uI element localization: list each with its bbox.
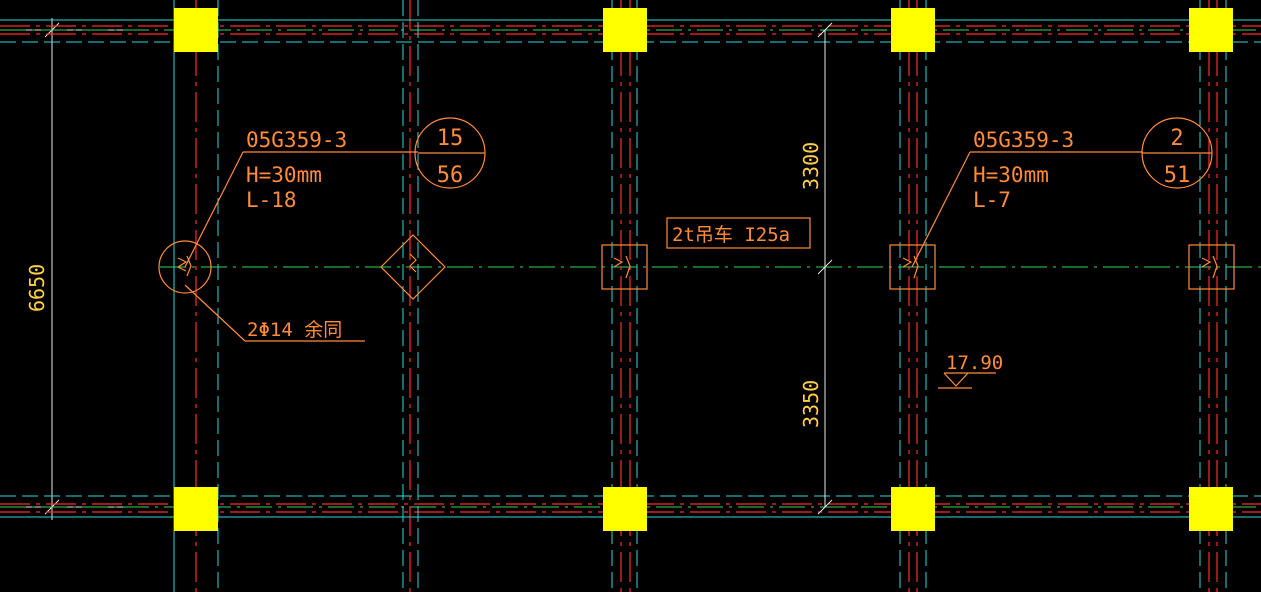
callout-right-bubble-bottom: 51	[1164, 163, 1191, 188]
column-b2[interactable]	[603, 487, 647, 531]
callout-left[interactable]	[184, 117, 486, 268]
split-dimension	[817, 22, 833, 515]
column-c1[interactable]	[891, 8, 935, 52]
crane-beam-label-box[interactable]	[666, 217, 811, 249]
column-d2[interactable]	[1189, 487, 1233, 531]
elevation-mark[interactable]	[938, 372, 996, 389]
overall-dimension-text: 6650	[25, 264, 49, 312]
callout-right-bubble-top: 2	[1170, 126, 1183, 151]
crane-beam-label: 2t吊车 I25a	[672, 224, 790, 246]
overall-dimension	[0, 18, 130, 520]
lower-dimension-text: 3350	[799, 380, 823, 428]
column-b1[interactable]	[603, 8, 647, 52]
callout-left-line1: 05G359-3	[246, 128, 347, 152]
round-support-left[interactable]	[158, 240, 212, 294]
callout-right[interactable]	[911, 117, 1213, 268]
mid-supports	[158, 234, 1235, 300]
square-support-d[interactable]	[1188, 244, 1235, 290]
square-support-b[interactable]	[601, 244, 648, 290]
columns	[174, 8, 1233, 531]
rebar-leader	[184, 284, 365, 342]
rebar-note: 2Φ14 余同	[247, 319, 342, 341]
column-a2[interactable]	[174, 487, 218, 531]
callout-right-line3: L-7	[973, 188, 1011, 212]
elevation-text: 17.90	[946, 352, 1003, 374]
callout-right-line1: 05G359-3	[973, 128, 1074, 152]
diamond-support[interactable]	[380, 234, 446, 300]
callout-left-bubble-top: 15	[437, 126, 464, 151]
callout-right-line2: H=30mm	[973, 163, 1049, 187]
callout-left-line3: L-18	[246, 188, 297, 212]
square-support-c[interactable]	[889, 244, 936, 290]
column-d1[interactable]	[1189, 8, 1233, 52]
callout-left-line2: H=30mm	[246, 163, 322, 187]
callout-left-bubble-bottom: 56	[437, 163, 464, 188]
column-c2[interactable]	[891, 487, 935, 531]
column-a1[interactable]	[174, 8, 218, 52]
upper-dimension-text: 3300	[799, 142, 823, 190]
